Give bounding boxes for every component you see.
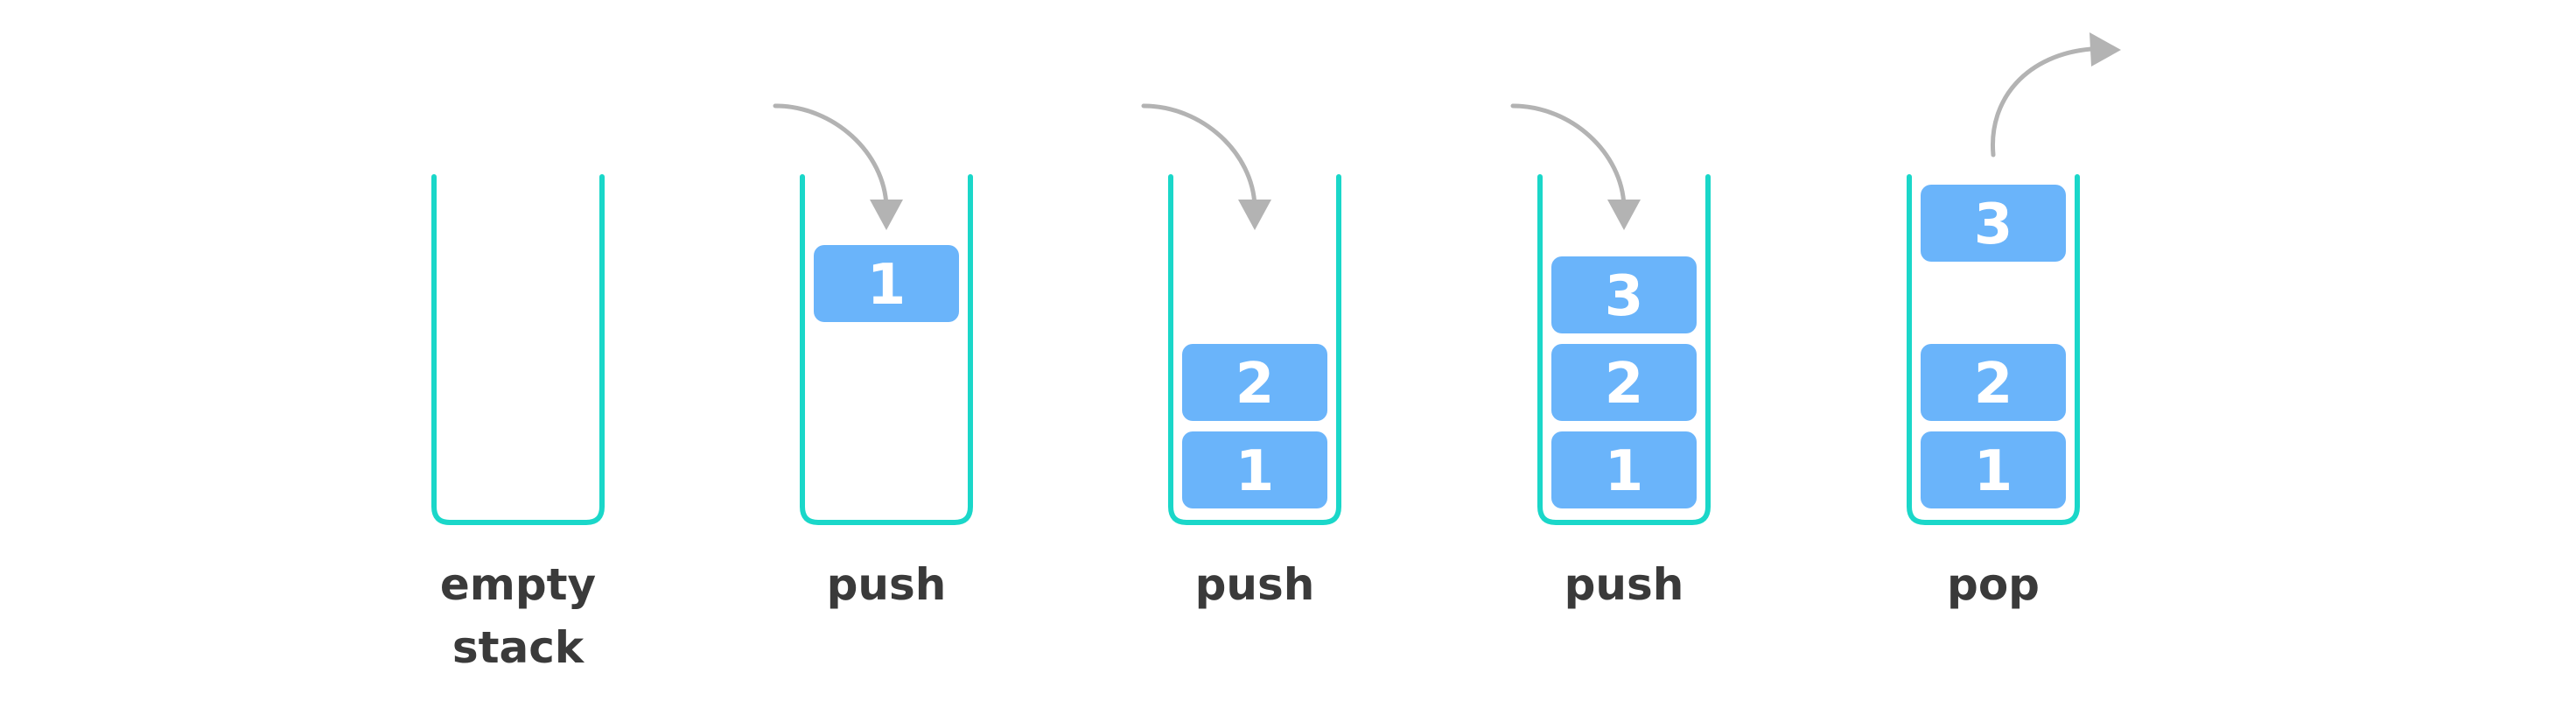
stack-block-3: 3 — [1551, 256, 1697, 333]
block-label: 3 — [1605, 264, 1644, 329]
stack-block-1: 1 — [814, 245, 959, 322]
pop-arrow-icon — [1990, 32, 2121, 158]
stack-container — [1537, 174, 1711, 525]
block-label: 2 — [1974, 352, 2013, 417]
stack-block-1: 1 — [1921, 431, 2066, 508]
block-label: 2 — [1605, 352, 1644, 417]
stack-block-2: 2 — [1182, 344, 1327, 421]
stage-caption: empty — [440, 559, 596, 610]
block-label: 1 — [1605, 439, 1644, 504]
block-rect — [1921, 431, 2066, 508]
block-rect — [1921, 185, 2066, 262]
stack-block-2: 2 — [1921, 344, 2066, 421]
stage-pop: 1 2 3 pop — [1907, 32, 2121, 610]
stack-block-1: 1 — [1182, 431, 1327, 508]
stage-caption: push — [1195, 559, 1315, 610]
block-rect — [1551, 431, 1697, 508]
arrow-head — [2090, 32, 2121, 67]
stage-push-1: 1 push — [773, 103, 973, 610]
block-rect — [1182, 431, 1327, 508]
block-label: 1 — [1974, 439, 2013, 504]
stack-container — [1168, 174, 1341, 525]
arrow-curve — [1510, 103, 1627, 209]
stack-block-1: 1 — [1551, 431, 1697, 508]
stage-caption: push — [1564, 559, 1684, 610]
stack-container — [800, 174, 973, 525]
block-rect — [1921, 344, 2066, 421]
arrow-head — [1238, 200, 1271, 230]
stack-container — [431, 174, 605, 525]
block-label: 1 — [867, 253, 906, 318]
block-rect — [1182, 344, 1327, 421]
stage-empty: empty stack — [431, 174, 605, 673]
block-label: 2 — [1236, 352, 1275, 417]
arrow-curve — [1990, 46, 2094, 158]
arrow-curve — [773, 103, 889, 209]
stage-caption: push — [827, 559, 947, 610]
stage-caption: stack — [452, 622, 585, 673]
arrow-head — [1607, 200, 1641, 230]
block-label: 1 — [1236, 439, 1275, 504]
stack-block-3: 3 — [1921, 185, 2066, 262]
block-label: 3 — [1974, 193, 2013, 257]
push-arrow-icon — [773, 103, 903, 230]
arrow-curve — [1141, 103, 1257, 209]
stage-push-3: 1 2 3 push — [1510, 103, 1711, 610]
stack-block-2: 2 — [1551, 344, 1697, 421]
stage-push-2: 1 2 push — [1141, 103, 1341, 610]
stage-caption: pop — [1947, 559, 2040, 610]
block-rect — [1551, 256, 1697, 333]
arrow-head — [870, 200, 903, 230]
push-arrow-icon — [1141, 103, 1271, 230]
block-rect — [1551, 344, 1697, 421]
block-rect — [814, 245, 959, 322]
stack-container — [1907, 174, 2080, 525]
push-arrow-icon — [1510, 103, 1641, 230]
